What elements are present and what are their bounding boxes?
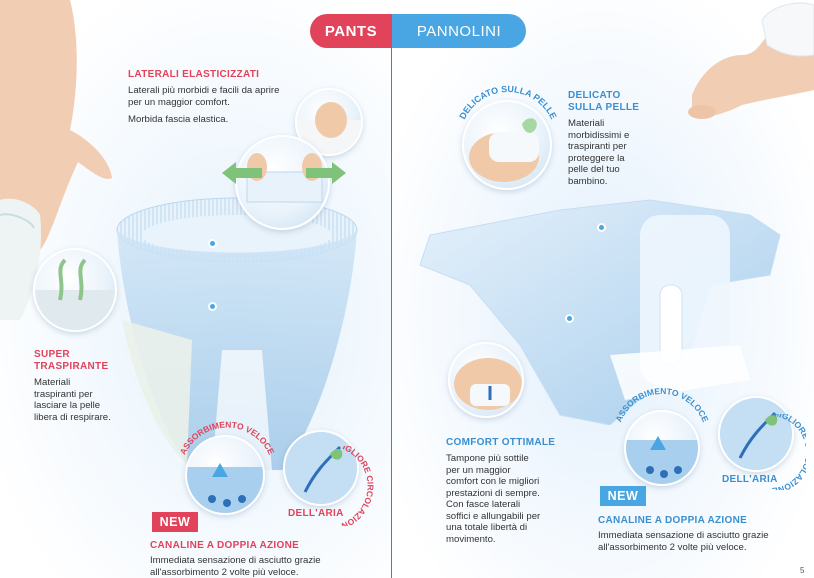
comfort-line7: una totale libertà di xyxy=(446,522,528,533)
hotspot-comfort[interactable] xyxy=(565,314,574,323)
traspirante-line1: Materiali xyxy=(34,377,71,388)
delicato-title1: DELICATO xyxy=(568,90,621,101)
comfort-line2: per un maggior xyxy=(446,464,511,476)
laterali-section: LATERALI ELASTICIZZATI Laterali più morb… xyxy=(128,69,308,126)
delicato-line5: pelle del tuo xyxy=(568,164,620,175)
canaline-section-right: CANALINE A DOPPIA AZIONE Immediata sensa… xyxy=(598,515,808,553)
page-number: 5 xyxy=(800,566,805,575)
laterali-title: LATERALI ELASTICIZZATI xyxy=(128,69,260,80)
hotspot-laterali[interactable] xyxy=(208,239,217,248)
stretch-arrows-icon xyxy=(222,162,346,184)
delicato-line4: proteggere la xyxy=(568,152,625,164)
comfort-line4: prestazioni di sempre. xyxy=(446,487,540,499)
traspirante-section: SUPER TRASPIRANTE Materiali traspiranti … xyxy=(34,349,144,423)
traspirante-line2: traspiranti per xyxy=(34,388,93,400)
absorption-circle-left xyxy=(185,435,265,515)
comfort-line3: comfort con le migliori xyxy=(446,476,540,487)
airflow-badge-left-line2: DELL'ARIA xyxy=(288,508,344,519)
traspirante-title1: SUPER xyxy=(34,349,70,360)
delicato-line3: traspiranti per xyxy=(568,141,627,152)
comfort-title: COMFORT OTTIMALE xyxy=(446,437,556,448)
tab-pants[interactable]: PANTS xyxy=(310,14,392,48)
absorption-badge-left: ASSORBIMENTO VELOCE xyxy=(178,419,277,456)
comfort-line8: movimento. xyxy=(446,533,496,545)
svg-text:ASSORBIMENTO VELOCE: ASSORBIMENTO VELOCE xyxy=(178,419,277,456)
delicato-section: DELICATO SULLA PELLE Materiali morbidiss… xyxy=(568,90,668,187)
comfort-detail-circle xyxy=(448,342,524,418)
canaline-section-left: CANALINE A DOPPIA AZIONE Immediata sensa… xyxy=(150,540,380,578)
canaline-right-line2: all'assorbimento 2 volte più veloce. xyxy=(598,541,747,553)
airflow-badge-left: MIGLIORE CIRCOLAZIONE xyxy=(300,446,375,526)
delicato-line1: Materiali xyxy=(568,118,605,129)
hand-detail-circle xyxy=(295,88,363,156)
hotspot-traspirante[interactable] xyxy=(208,302,217,311)
canaline-right-title: CANALINE A DOPPIA AZIONE xyxy=(598,515,748,526)
canaline-left-title: CANALINE A DOPPIA AZIONE xyxy=(150,540,300,551)
baby-standing-image xyxy=(0,0,112,320)
baby-crawling-image xyxy=(688,2,814,119)
svg-text:ASSORBIMENTO VELOCE: ASSORBIMENTO VELOCE xyxy=(613,386,710,424)
tab-pannolini[interactable]: PANNOLINI xyxy=(392,14,526,48)
new-badge-right: NEW xyxy=(600,486,646,506)
hotspot-delicato[interactable] xyxy=(597,223,606,232)
comfort-line6: soffici e allungabili per xyxy=(446,510,541,522)
comfort-line1: Tampone più sottile xyxy=(446,453,529,464)
laterali-line1: Laterali più morbidi e facili da aprire xyxy=(128,85,280,96)
delicato-line2: morbidissimi e xyxy=(568,129,630,141)
traspirante-line3: lasciare la pelle xyxy=(34,400,101,411)
laterali-line3: Morbida fascia elastica. xyxy=(128,114,229,125)
laterali-line2: per un maggior comfort. xyxy=(128,96,230,108)
center-divider xyxy=(391,40,392,578)
svg-text:DELICATO SULLA PELLE: DELICATO SULLA PELLE xyxy=(457,84,558,121)
absorption-badge-right: ASSORBIMENTO VELOCE xyxy=(613,386,710,424)
comfort-line5: Con fasce laterali xyxy=(446,499,521,510)
canaline-left-line1: Immediata sensazione di asciutto grazie xyxy=(150,555,321,566)
airflow-badge-right: MIGLIORE CIRCOLAZIONE xyxy=(771,414,806,490)
breathable-detail-circle xyxy=(33,248,117,332)
airflow-circle-right xyxy=(718,396,794,472)
delicato-line6: bambino. xyxy=(568,175,608,187)
delicate-detail-circle xyxy=(462,100,552,190)
canaline-right-line1: Immediata sensazione di asciutto grazie xyxy=(598,530,769,541)
delicate-badge: DELICATO SULLA PELLE xyxy=(457,84,558,121)
absorption-circle-right xyxy=(624,410,700,486)
airflow-badge-right-line2: DELL'ARIA xyxy=(722,474,778,485)
open-diaper-image xyxy=(419,199,781,425)
comfort-section: COMFORT OTTIMALE Tampone più sottile per… xyxy=(446,437,586,545)
canaline-left-line2: all'assorbimento 2 volte più veloce. xyxy=(150,566,299,578)
new-badge-left: NEW xyxy=(152,512,198,532)
airflow-circle-left xyxy=(283,430,359,506)
traspirante-title2: TRASPIRANTE xyxy=(34,361,109,372)
traspirante-line4: libera di respirare. xyxy=(34,411,111,423)
delicato-title2: SULLA PELLE xyxy=(568,102,640,113)
